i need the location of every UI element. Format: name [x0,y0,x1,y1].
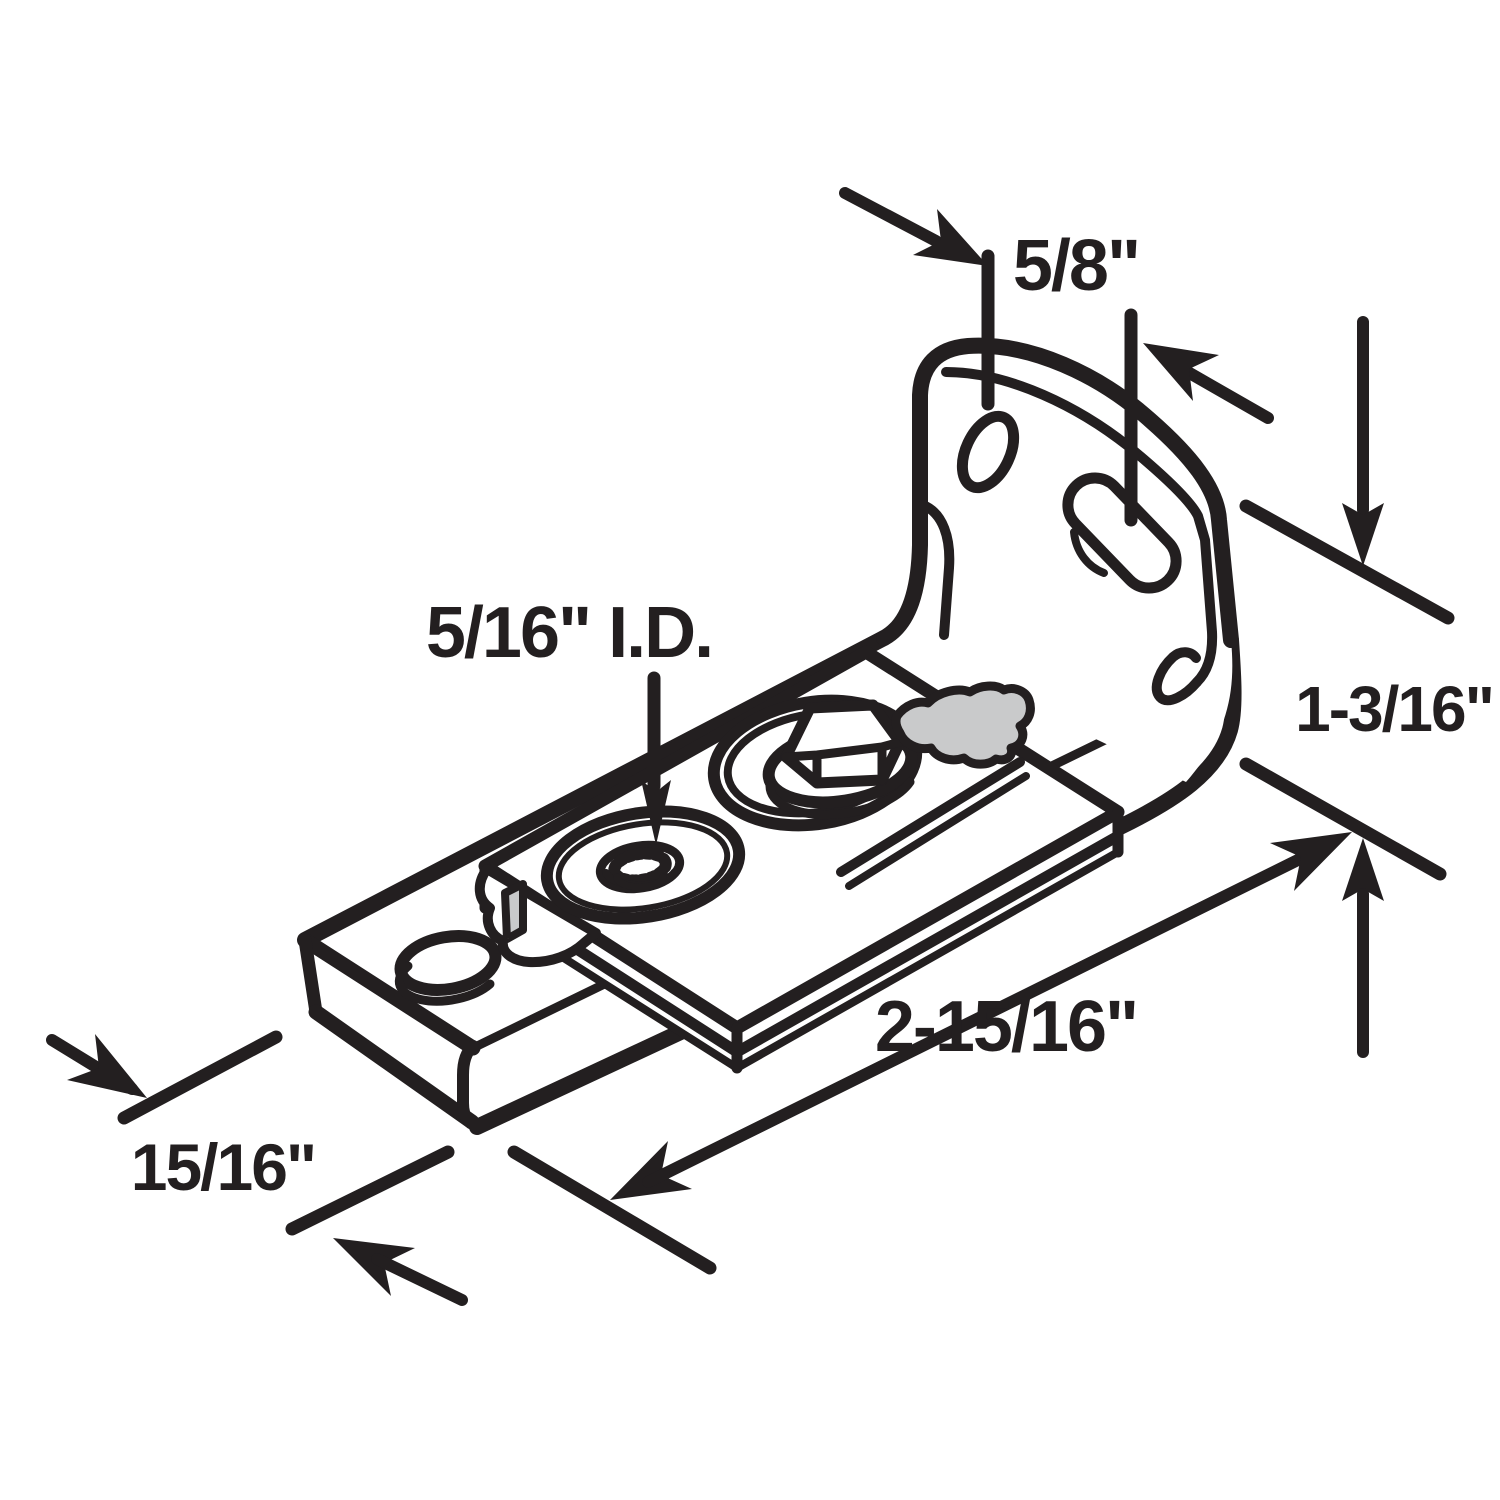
dim-arrowhead [641,780,671,845]
dim-arrowhead [913,209,988,266]
dimension-base-length: 2-15/16" [507,832,1352,1275]
bracket-flange [876,337,1239,782]
dim-extension-line [285,1145,455,1236]
flange-inner-top-line [941,367,1218,687]
torn-edge-tab [891,681,1035,769]
pivot-recess-inner-ring [555,819,731,913]
dim-arrow-shaft [1180,365,1274,424]
flange-oval-hole [956,410,1020,494]
plate-left-tab-gray-face [501,880,527,943]
dim-extension-line [507,1145,717,1275]
base-left-tip-edge [298,933,323,1019]
flange-slot-depth-arc [1070,528,1108,577]
dimension-pivot-inner-diameter: 5/16" I.D. [426,593,714,845]
base-left-end-bottom-edge [308,1004,480,1130]
hex-bolt-assembly [707,694,923,832]
base-corner-edge [457,1040,490,1132]
dimension-base-width: 15/16" [46,1030,468,1306]
dim-arrowhead [1342,503,1384,566]
dim-arrowhead [610,1141,692,1200]
plate-step-line-2 [845,772,1030,890]
serrated-pivot-socket [595,840,685,894]
dim-arrowhead [333,1238,415,1296]
dim-extension-line [1239,757,1447,881]
base-bottom-edge-and-bend [469,632,1242,1135]
dim-line [642,844,1324,1188]
dimension-label-flange-height: 1-3/16" [1295,673,1493,745]
base-screw-hole-depth-arc [394,961,495,1006]
flange-slot-hole [1062,472,1182,594]
dim-arrow-shaft [371,1253,468,1306]
dimension-flange-height: 1-3/16" [1239,316,1495,1058]
base-far-edge [297,630,892,948]
base-left-end-top-edge [297,932,481,1056]
socket-serration-teeth [608,847,672,887]
plate-step-line-1 [836,757,1025,877]
dimension-label-base-length: 2-15/16" [875,987,1137,1067]
dim-arrowhead [1270,832,1352,891]
dim-arrowhead [67,1034,147,1098]
bolt-washer-thickness-arc [765,777,915,820]
dim-arrowhead [1342,838,1384,901]
flange-bend-inner-curl [1151,647,1202,706]
dim-extension-line [1239,499,1455,625]
dimension-top-width: 5/8" [839,187,1274,527]
dim-arrowhead [1143,343,1219,401]
dimension-label-top-width: 5/8" [1013,226,1139,306]
dim-arrow-shaft [839,187,942,247]
flange-left-hem-line [918,500,955,640]
dimension-label-base-width: 15/16" [131,1130,315,1204]
dimension-label-pivot-id: 5/16" I.D. [426,593,712,673]
hex-bolt-facet-lines [781,737,905,788]
dim-extension-line [117,1030,283,1125]
socket-bore-arc-inner [613,873,667,891]
